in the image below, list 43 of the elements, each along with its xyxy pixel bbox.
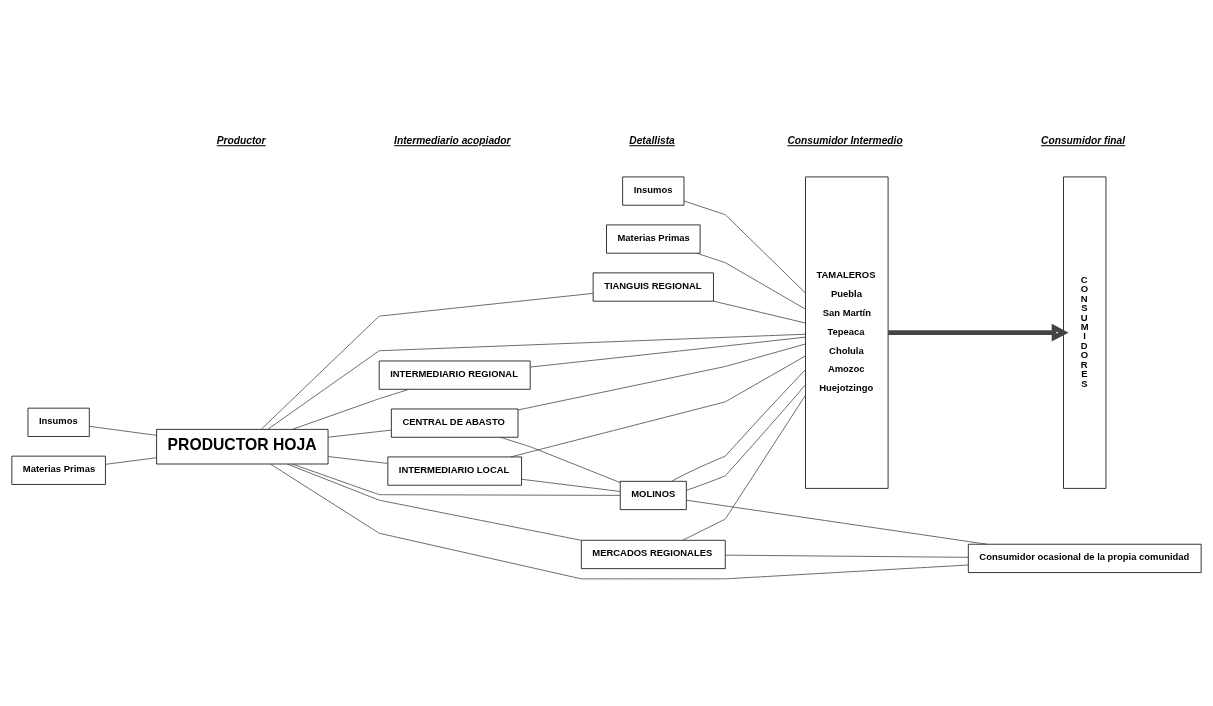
node-box: PRODUCTOR HOJA (156, 428, 329, 464)
connector (286, 463, 582, 541)
connector (696, 252, 806, 310)
label: Detallista (629, 134, 675, 146)
label: Intermediario acopiador (394, 134, 511, 146)
node-box: MERCADOS REGIONALES (580, 539, 726, 569)
node-box: CONSUMIDORES (1063, 176, 1107, 489)
connector (686, 499, 988, 545)
node-box: INTERMEDIARIO LOCAL (387, 456, 522, 486)
label: Consumidor Intermedio (787, 134, 903, 146)
connector (517, 343, 806, 410)
connector (291, 388, 410, 430)
connector (713, 300, 806, 323)
node-box: CENTRAL DE ABASTO (390, 408, 519, 438)
connector (521, 478, 621, 492)
connector (89, 425, 157, 436)
arrow (888, 323, 1069, 341)
connector (510, 355, 806, 457)
connector (500, 436, 621, 483)
node-box: Materias Primas (606, 224, 701, 254)
node-box: INTERMEDIARIO REGIONAL (378, 360, 531, 390)
connector (682, 394, 806, 541)
connector (260, 292, 594, 430)
node-box: TAMALEROS Puebla San Martín Tepeaca Cholula Amozoc Huejotzingo (805, 176, 889, 489)
connector (685, 383, 806, 491)
node-box: TIANGUIS REGIONAL (592, 272, 714, 302)
node-box: Insumos (27, 407, 90, 437)
connector (270, 463, 969, 579)
connector (683, 200, 806, 293)
label: Productor (216, 134, 266, 146)
node-box: Materias Primas (11, 455, 106, 485)
connector (327, 429, 392, 438)
node-box: Insumos (622, 176, 685, 206)
connector (327, 455, 388, 464)
node-box: Consumidor ocasional de la propia comunidad (967, 543, 1202, 573)
connector (291, 463, 621, 496)
connector (724, 554, 969, 558)
node-box: MOLINOS (619, 480, 687, 510)
connector (105, 456, 157, 465)
label: Consumidor final (1041, 134, 1126, 146)
connector (267, 333, 806, 430)
connector (529, 336, 806, 367)
connector (671, 368, 806, 482)
